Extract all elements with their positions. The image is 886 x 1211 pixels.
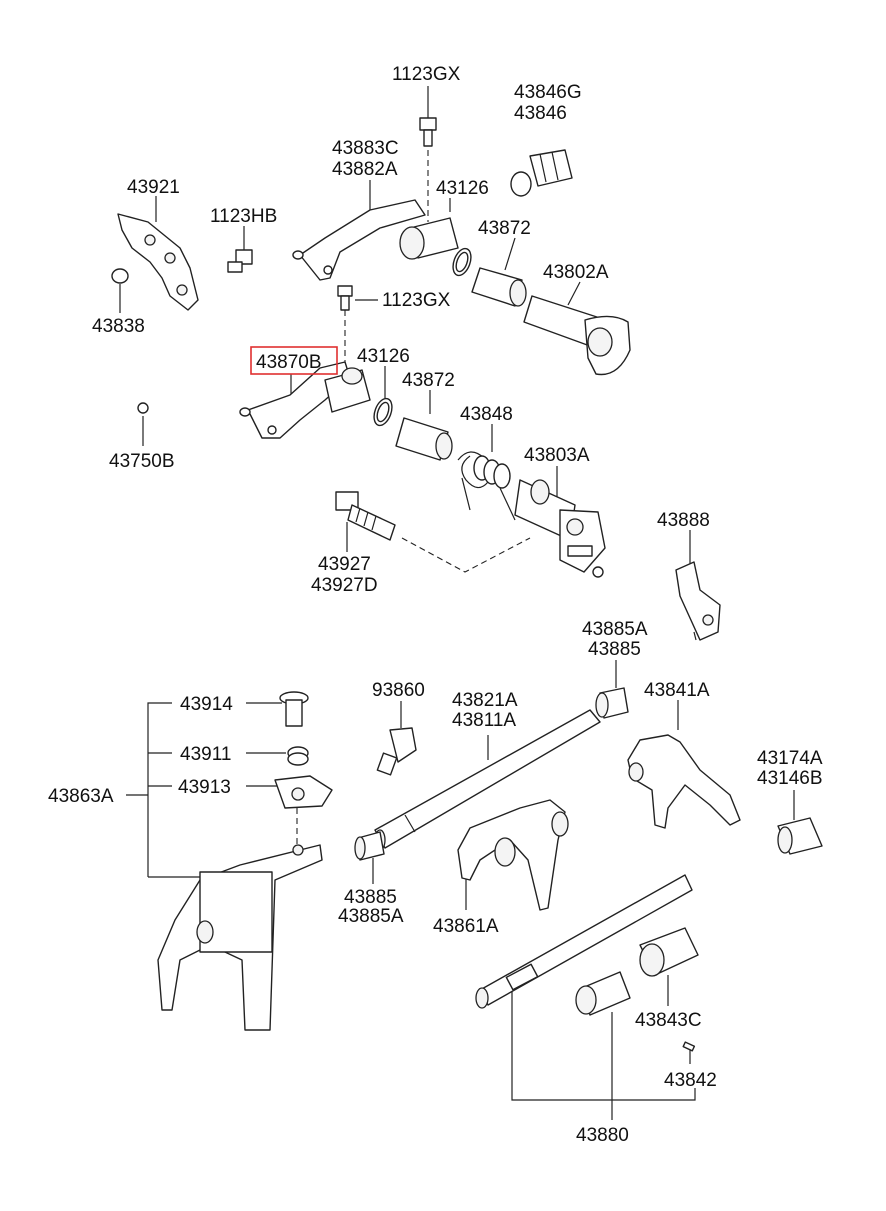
label-43885a-bottom: 43885A xyxy=(338,906,404,927)
label-43846: 43846 xyxy=(514,103,567,124)
o-ring-43126-b xyxy=(373,397,393,427)
shift-lever-43883c xyxy=(292,199,459,281)
label-43883c: 43883C xyxy=(332,138,399,159)
bracket-43921 xyxy=(117,213,199,311)
fork-43841a xyxy=(627,734,741,829)
plug-43846g xyxy=(510,149,573,197)
holder-43802a xyxy=(523,295,631,376)
label-43872-a: 43872 xyxy=(478,218,531,239)
nut-43838 xyxy=(111,268,129,284)
fork-43863a xyxy=(157,844,323,1031)
label-43848: 43848 xyxy=(460,404,513,425)
label-43803a: 43803A xyxy=(524,445,590,466)
label-43842: 43842 xyxy=(664,1070,717,1091)
bolt-1123gx-top xyxy=(419,117,437,147)
fork-43861a xyxy=(457,799,569,911)
lever-43870b xyxy=(239,361,371,439)
label-43885-bottom: 43885 xyxy=(344,887,397,908)
o-ring-43126-a xyxy=(452,247,472,277)
spring-43848 xyxy=(457,451,516,521)
pin-43914 xyxy=(279,691,309,727)
highlight-box-43870b xyxy=(250,346,338,375)
label-43888: 43888 xyxy=(657,510,710,531)
label-43861a: 43861A xyxy=(433,916,499,937)
key-43842 xyxy=(682,1041,696,1052)
label-43174a: 43174A xyxy=(757,748,823,769)
label-1123gx-middle: 1123GX xyxy=(382,290,451,311)
switch-93860 xyxy=(376,727,417,776)
label-43927: 43927 xyxy=(318,554,371,575)
label-43838: 43838 xyxy=(92,316,145,337)
label-43885a-top: 43885A xyxy=(582,619,648,640)
clip-43750b xyxy=(137,402,149,414)
label-43802a: 43802A xyxy=(543,262,609,283)
label-43843c: 43843C xyxy=(635,1010,702,1031)
label-43846g: 43846G xyxy=(514,82,582,103)
bushing-43872-b xyxy=(395,417,453,461)
label-43870b: 43870B xyxy=(256,352,322,373)
label-43885-top: 43885 xyxy=(588,639,641,660)
label-43126-a: 43126 xyxy=(436,178,489,199)
label-93860: 93860 xyxy=(372,680,425,701)
label-43880: 43880 xyxy=(576,1125,629,1146)
spring-43911 xyxy=(287,746,309,766)
label-43863a: 43863A xyxy=(48,786,114,807)
label-43811a: 43811A xyxy=(452,710,516,731)
label-43821a: 43821A xyxy=(452,690,518,711)
bolt-43927 xyxy=(335,491,396,541)
label-43146b: 43146B xyxy=(757,768,823,789)
label-43911: 43911 xyxy=(180,744,231,765)
bracket-43888 xyxy=(675,561,721,641)
spacer-43885-left xyxy=(354,831,385,861)
label-43921: 43921 xyxy=(127,177,180,198)
leader-lines xyxy=(119,86,795,1120)
shaft-43803a xyxy=(514,479,606,578)
label-43913: 43913 xyxy=(178,777,231,798)
sleeve-43880 xyxy=(575,971,631,1016)
label-43914: 43914 xyxy=(180,694,233,715)
label-43882a: 43882A xyxy=(332,159,398,180)
part-labels: 1123GX 43846G 43846 43883C 43882A 43921 … xyxy=(48,64,823,1146)
assembly-lines xyxy=(296,140,531,845)
bolt-1123gx-middle xyxy=(337,285,353,311)
label-1123hb: 1123HB xyxy=(210,206,277,227)
label-43927d: 43927D xyxy=(311,575,378,596)
plate-43913 xyxy=(274,775,333,809)
bolt-1123hb xyxy=(227,249,253,273)
shaft-43880 xyxy=(475,874,693,1009)
label-43126-b: 43126 xyxy=(357,346,410,367)
hub-43843c xyxy=(639,927,699,977)
spacer-43885a-top xyxy=(595,687,629,719)
bearing-43174a xyxy=(777,817,823,855)
label-1123gx-top: 1123GX xyxy=(392,64,461,85)
label-43872-b: 43872 xyxy=(402,370,455,391)
bushing-43872-a xyxy=(471,267,527,307)
label-43750b: 43750B xyxy=(109,451,175,472)
label-43841a: 43841A xyxy=(644,680,710,701)
